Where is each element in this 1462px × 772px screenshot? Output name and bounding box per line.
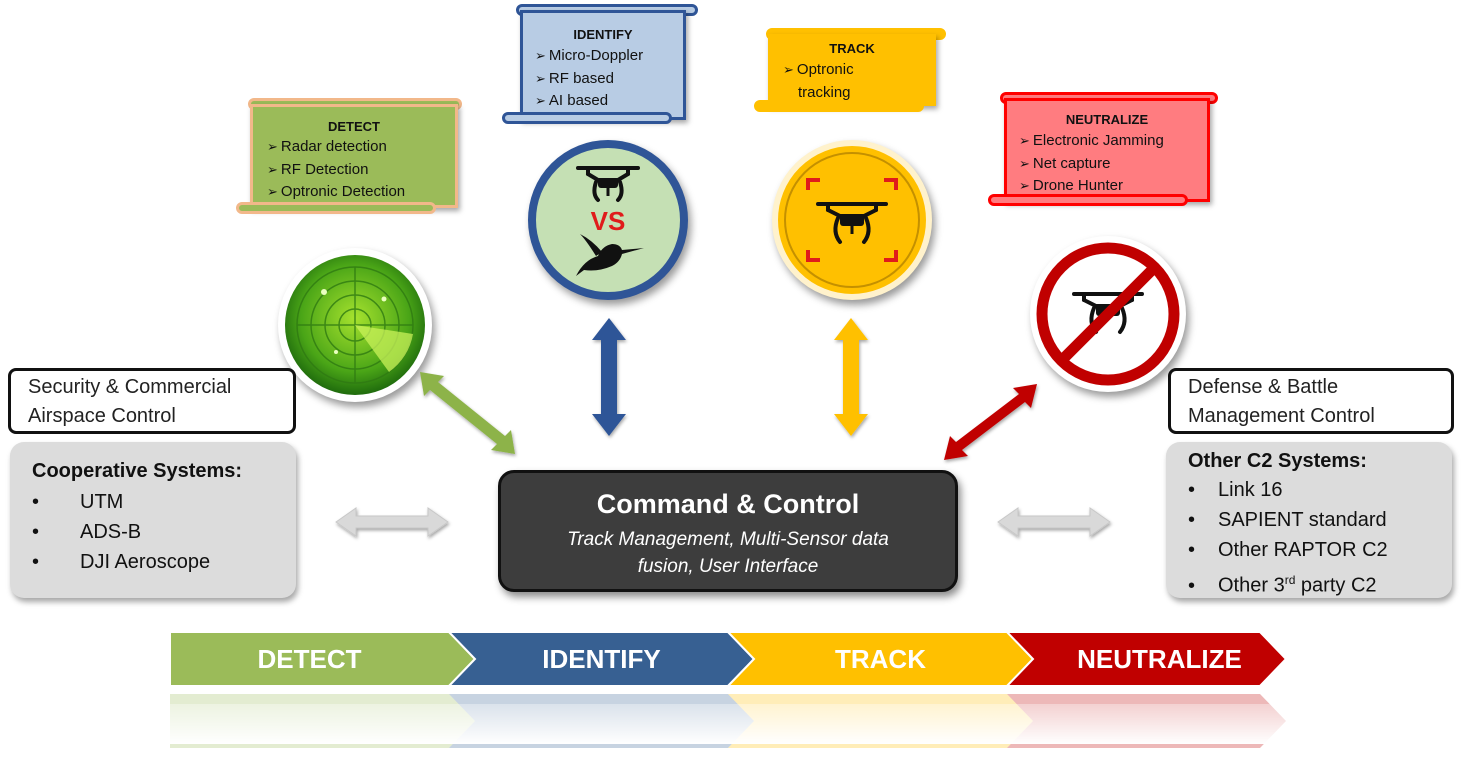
drone-vs-bird-icon: VS [528,140,688,300]
arrow-bullet-icon: ➢ [535,93,546,108]
arrow-bullet-icon: ➢ [783,62,794,77]
list-item: •Other RAPTOR C2 [1188,535,1452,565]
other-c2-list: •Link 16 •SAPIENT standard •Other RAPTOR… [1188,475,1452,601]
detect-scroll-list: ➢Radar detection ➢RF Detection ➢Optronic… [267,136,405,204]
neutralize-scroll: NEUTRALIZE ➢Electronic Jamming ➢Net capt… [988,92,1218,210]
list-item: ➢Electronic Jamming [1019,132,1164,149]
detect-scroll-title: DETECT [328,119,380,134]
list-item: ➢Net capture [1019,154,1111,172]
arrow-bullet-icon: ➢ [1019,178,1030,193]
list-item: ➢RF Detection [267,160,369,178]
arrow-bullet-icon: ➢ [1019,155,1030,171]
scroll-curl [988,194,1188,206]
prohibition-slash [1058,264,1158,364]
defense-battle-box: Defense & Battle Management Control [1168,368,1454,434]
other-c2-box: Other C2 Systems: •Link 16 •SAPIENT stan… [1166,442,1452,598]
bullet-icon: • [1188,539,1196,561]
drone-target-icon [772,140,932,300]
detect-link-arrow [420,372,515,454]
cooperative-list: •UTM •ADS-B •DJI Aeroscope [32,487,296,577]
track-link-arrow [834,318,868,436]
cooperative-heading: Cooperative Systems: [32,460,243,482]
detect-scroll: DETECT ➢Radar detection ➢RF Detection ➢O… [236,98,462,218]
scroll-curl [754,100,924,112]
bullet-icon: • [32,551,40,573]
neutralize-scroll-title: NEUTRALIZE [1065,112,1149,127]
identify-scroll-title: IDENTIFY [573,27,633,42]
list-item: tracking [798,83,851,101]
security-line-1: Security & Commercial [28,376,232,398]
stage-label: DETECT [258,644,362,674]
list-item: •ADS-B [32,517,296,547]
neutralize-link-arrow [944,384,1037,460]
hummingbird-icon [576,234,644,276]
list-item: ➢Optronic Detection [267,183,406,200]
command-control-box: Command & Control Track Management, Mult… [498,470,958,592]
list-item: •DJI Aeroscope [32,547,296,577]
defense-line-1: Defense & Battle [1188,376,1339,398]
stage-label: NEUTRALIZE [1077,644,1242,674]
list-item: •UTM [32,487,296,517]
neutralize-scroll-list: ➢Electronic Jamming ➢Net capture ➢Drone … [1019,130,1164,198]
cooperative-link-arrow [335,507,449,537]
arrow-bullet-icon: ➢ [535,70,546,86]
prohibition-ring [1036,242,1180,386]
list-item: ➢Radar detection [267,138,387,155]
cooperative-systems-box: Cooperative Systems: •UTM •ADS-B •DJI Ae… [10,442,296,598]
identify-link-arrow [592,318,626,436]
c2-link-arrow [997,507,1111,537]
list-item: •SAPIENT standard [1188,505,1452,535]
stage-chevron [1004,631,1288,687]
arrow-bullet-icon: ➢ [535,48,546,63]
identify-scroll-list: ➢Micro-Doppler ➢RF based ➢AI based [535,45,643,113]
process-chevron-bar: DETECT IDENTIFY TRACK NEUTRALIZE [0,631,1462,748]
identify-scroll: IDENTIFY ➢Micro-Doppler ➢RF based ➢AI ba… [502,4,698,128]
list-item: •Link 16 [1188,475,1452,505]
drone-icon [576,166,640,202]
scroll-body [1004,98,1210,202]
list-item: ➢AI based [535,92,609,109]
command-subtitle-line-1: Track Management, Multi-Sensor data [567,529,889,550]
no-drone-icon [1030,236,1186,392]
bullet-icon: • [32,491,40,513]
other-c2-heading: Other C2 Systems: [1188,450,1367,472]
list-item: ➢Optronic [783,61,854,78]
arrow-bullet-icon: ➢ [267,184,278,199]
stage-label: TRACK [835,644,926,674]
radar-scope-icon [285,255,425,395]
track-scroll: TRACK ➢Optronic tracking [754,28,946,114]
command-title: Command & Control [596,489,860,519]
scroll-body [250,104,458,208]
bullet-icon: • [1188,574,1196,597]
track-scroll-title: TRACK [829,41,875,56]
security-airspace-box: Security & Commercial Airspace Control [8,368,296,434]
arrow-bullet-icon: ➢ [1019,133,1030,148]
defense-line-2: Management Control [1188,405,1375,427]
command-subtitle-line-2: fusion, User Interface [637,556,819,577]
arrow-bullet-icon: ➢ [267,161,278,177]
list-item: ➢RF based [535,69,614,87]
list-item: ➢Drone Hunter [1019,177,1123,194]
track-scroll-list: ➢Optronic tracking [783,59,854,104]
scroll-curl [236,202,436,214]
bullet-icon: • [1188,479,1196,501]
bullet-icon: • [32,521,40,543]
radar-icon [278,248,432,402]
stage-label: IDENTIFY [542,644,660,674]
list-item: ➢Micro-Doppler [535,47,644,64]
security-line-2: Airspace Control [28,405,176,427]
vs-label: VS [591,206,626,236]
bullet-icon: • [1188,509,1196,531]
target-brackets-icon [806,178,898,262]
scroll-curl [502,112,672,124]
list-item: •Other 3rd party C2 [1188,565,1452,601]
arrow-bullet-icon: ➢ [267,139,278,154]
